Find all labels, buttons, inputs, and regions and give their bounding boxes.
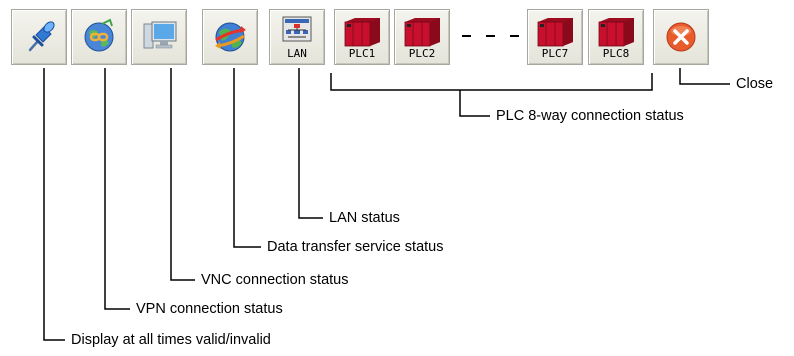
- plc-bracket: [330, 73, 653, 91]
- close-callout: Close: [736, 76, 774, 92]
- plc8-status-button[interactable]: PLC8: [588, 9, 644, 65]
- ellipsis-dash: [462, 35, 471, 37]
- vpn-status-button[interactable]: [71, 9, 127, 65]
- ellipsis-dash: [510, 35, 519, 37]
- plc2-status-button[interactable]: PLC2: [394, 9, 450, 65]
- button-label: PLC2: [408, 47, 436, 60]
- transfer-leader: [233, 68, 261, 248]
- plc7-status-button[interactable]: PLC7: [527, 9, 583, 65]
- vnc-callout: VNC connection status: [201, 272, 349, 288]
- button-label: LAN: [287, 47, 307, 60]
- plc1-status-button[interactable]: PLC1: [334, 9, 390, 65]
- plc-icon: [404, 18, 440, 47]
- data-transfer-status-button[interactable]: [202, 9, 258, 65]
- vnc-leader: [170, 68, 195, 281]
- plc-icon: [344, 18, 380, 47]
- lan-icon: [282, 16, 312, 42]
- pushpin-icon: [28, 21, 55, 52]
- pin-callout: Display at all times valid/invalid: [71, 332, 271, 348]
- ellipsis-dash: [486, 35, 495, 37]
- transfer-callout: Data transfer service status: [267, 239, 444, 255]
- button-label: PLC1: [348, 47, 376, 60]
- vnc-status-button[interactable]: [131, 9, 187, 65]
- button-label: PLC7: [541, 47, 569, 60]
- globe-transfer-icon: [215, 22, 246, 52]
- plc-icon: [598, 18, 634, 47]
- close-button[interactable]: [653, 9, 709, 65]
- vpn-callout: VPN connection status: [136, 301, 283, 317]
- vpn-leader: [104, 68, 130, 310]
- lan-status-button[interactable]: LAN: [269, 9, 325, 65]
- computer-monitor-icon: [143, 21, 177, 49]
- close-icon: [666, 22, 696, 52]
- lan-leader: [298, 68, 323, 219]
- pin-leader: [43, 68, 65, 341]
- button-label: PLC8: [602, 47, 630, 60]
- plc-callout: PLC 8-way connection status: [496, 108, 684, 124]
- lan-callout: LAN status: [329, 210, 400, 226]
- plc-leader: [459, 90, 490, 117]
- plc-icon: [537, 18, 573, 47]
- vpn-icon: [84, 18, 114, 52]
- close-leader: [679, 68, 730, 85]
- display-always-button[interactable]: [11, 9, 67, 65]
